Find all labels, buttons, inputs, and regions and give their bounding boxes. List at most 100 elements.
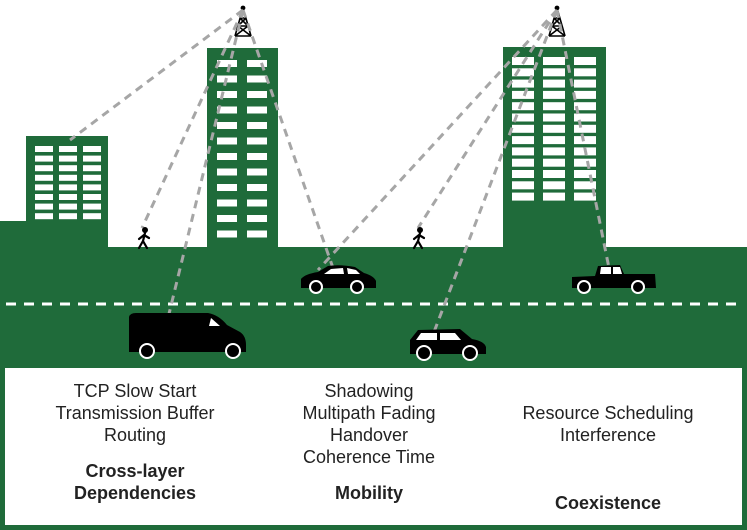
left-wall — [0, 221, 30, 261]
building-window — [543, 192, 565, 201]
building-window — [543, 181, 565, 190]
building-window — [247, 60, 267, 67]
building-window — [59, 203, 77, 210]
building-window — [35, 146, 53, 152]
building-window — [247, 91, 267, 98]
building-window — [59, 213, 77, 220]
item-multipath-fading: Multipath Fading — [302, 403, 436, 423]
building-window — [574, 102, 596, 111]
building-window — [247, 215, 267, 222]
building-window — [543, 136, 565, 145]
item-shadowing: Shadowing — [324, 381, 414, 401]
pedestrian-icon — [412, 225, 426, 250]
building-window — [512, 68, 534, 77]
building-window — [543, 79, 565, 88]
building-window — [217, 184, 237, 191]
cross-layer-items: TCP Slow Start Transmission Buffer Routi… — [19, 380, 251, 446]
building-window — [543, 158, 565, 167]
item-coherence-time: Coherence Time — [302, 447, 436, 467]
suv-icon — [410, 329, 486, 361]
building-window — [35, 213, 53, 220]
item-transmission-buffer: Transmission Buffer — [55, 403, 215, 423]
building-window — [217, 153, 237, 160]
building-window — [574, 136, 596, 145]
building-left — [26, 136, 108, 256]
building-window — [247, 122, 267, 129]
building-window — [543, 113, 565, 122]
building-window — [217, 137, 237, 145]
building-window — [217, 215, 237, 222]
building-window — [543, 102, 565, 111]
building-window — [59, 165, 77, 172]
building-window — [574, 68, 596, 77]
building-window — [59, 194, 77, 200]
challenges-panel: TCP Slow Start Transmission Buffer Routi… — [5, 368, 742, 525]
building-window — [247, 137, 267, 145]
building-window — [247, 75, 267, 83]
heading-line: Dependencies — [73, 483, 197, 503]
building-window — [512, 102, 534, 111]
building-window — [574, 79, 596, 88]
building-window — [543, 57, 565, 65]
building-window — [217, 122, 237, 129]
building-window — [83, 203, 101, 210]
building-window — [83, 165, 101, 172]
mobility-items: Shadowing Multipath Fading Handover Cohe… — [273, 380, 465, 468]
building-window — [512, 170, 534, 178]
building-window — [247, 230, 267, 238]
building-window — [574, 158, 596, 167]
building-right — [503, 47, 606, 256]
building-window — [83, 146, 101, 152]
building-window — [59, 174, 77, 181]
sedan-icon — [301, 265, 376, 294]
building-window — [59, 146, 77, 152]
item-interference: Interference — [559, 425, 657, 445]
cross-layer-heading: Cross-layer Dependencies — [19, 460, 251, 504]
building-window — [83, 194, 101, 200]
building-window — [247, 106, 267, 114]
building-window — [574, 90, 596, 99]
building-window — [217, 199, 237, 207]
building-window — [574, 181, 596, 190]
van-icon — [129, 313, 246, 359]
building-window — [35, 165, 53, 172]
building-window — [543, 170, 565, 178]
building-window — [512, 113, 534, 122]
building-window — [574, 113, 596, 122]
building-window — [83, 174, 101, 181]
building-window — [512, 158, 534, 167]
building-middle — [207, 48, 278, 256]
coexistence-items: Resource Scheduling Interference — [483, 402, 733, 446]
pedestrian-icon — [137, 225, 151, 250]
item-resource-scheduling: Resource Scheduling — [522, 403, 694, 423]
building-window — [512, 147, 534, 156]
building-window — [217, 168, 237, 176]
building-window — [83, 184, 101, 191]
building-window — [512, 124, 534, 133]
building-window — [543, 147, 565, 156]
building-window — [543, 68, 565, 77]
heading-line: Coexistence — [554, 493, 662, 513]
building-window — [543, 90, 565, 99]
building-window — [217, 106, 237, 114]
mobility-column: Shadowing Multipath Fading Handover Cohe… — [273, 380, 465, 504]
signal-links — [69, 8, 611, 333]
item-tcp-slow-start: TCP Slow Start — [73, 381, 197, 401]
building-window — [574, 170, 596, 178]
building-window — [217, 60, 237, 67]
building-window — [574, 124, 596, 133]
building-window — [247, 184, 267, 191]
building-window — [35, 155, 53, 162]
cross-layer-column: TCP Slow Start Transmission Buffer Routi… — [19, 380, 251, 504]
item-handover: Handover — [329, 425, 409, 445]
building-window — [59, 184, 77, 191]
building-window — [512, 79, 534, 88]
building-window — [59, 155, 77, 162]
building-window — [512, 136, 534, 145]
mobility-heading: Mobility — [273, 482, 465, 504]
building-window — [217, 91, 237, 98]
item-routing: Routing — [103, 425, 167, 445]
building-window — [35, 203, 53, 210]
building-window — [574, 57, 596, 65]
coexistence-column: Resource Scheduling Interference Coexist… — [483, 380, 733, 514]
